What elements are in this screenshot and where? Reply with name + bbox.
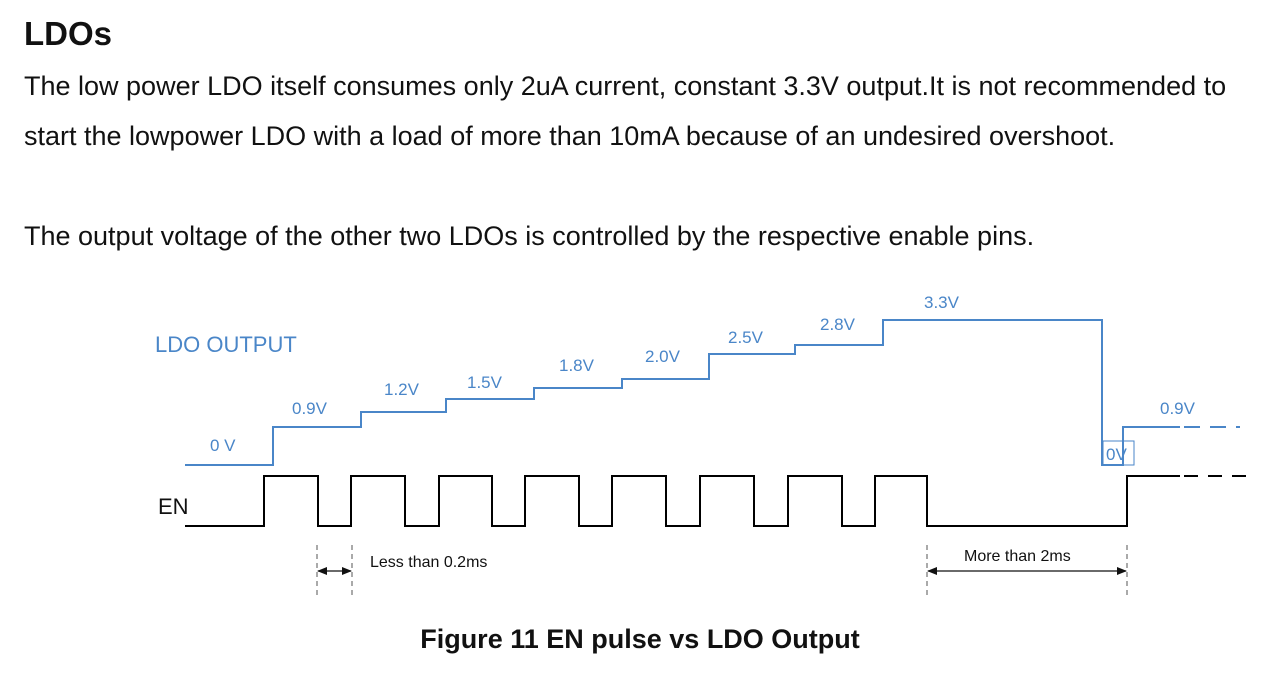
voltage-label-2.5v: 2.5V (728, 328, 764, 347)
voltage-label-1.2v: 1.2V (384, 380, 420, 399)
en-label: EN (158, 494, 189, 519)
paragraph-ldo-description: The low power LDO itself consumes only 2… (24, 71, 1227, 151)
pulse-width-note: Less than 0.2ms (370, 554, 487, 571)
ldo-output-label: LDO OUTPUT (155, 332, 297, 357)
voltage-label-0.9v: 0.9V (292, 399, 328, 418)
voltage-label-1.8v: 1.8V (559, 356, 595, 375)
en-pulse-trace (185, 475, 1180, 527)
voltage-label-0v: 0 V (210, 436, 236, 455)
voltage-label-restart-0.9v: 0.9V (1160, 399, 1196, 418)
reset-duration-note: More than 2ms (964, 548, 1071, 565)
voltage-label-2.0v: 2.0V (645, 347, 681, 366)
ldo-reset-box (1102, 440, 1135, 466)
voltage-label-2.8v: 2.8V (820, 315, 856, 334)
voltage-label-1.5v: 1.5V (467, 373, 503, 392)
voltage-label-reset-0v: 0V (1106, 445, 1127, 464)
ldo-output-trace (185, 319, 1180, 466)
voltage-label-3.3v: 3.3V (924, 293, 960, 312)
section-heading: LDOs (24, 15, 113, 52)
figure-caption: Figure 11 EN pulse vs LDO Output (420, 624, 860, 654)
paragraph-enable-pins: The output voltage of the other two LDOs… (24, 221, 1035, 251)
